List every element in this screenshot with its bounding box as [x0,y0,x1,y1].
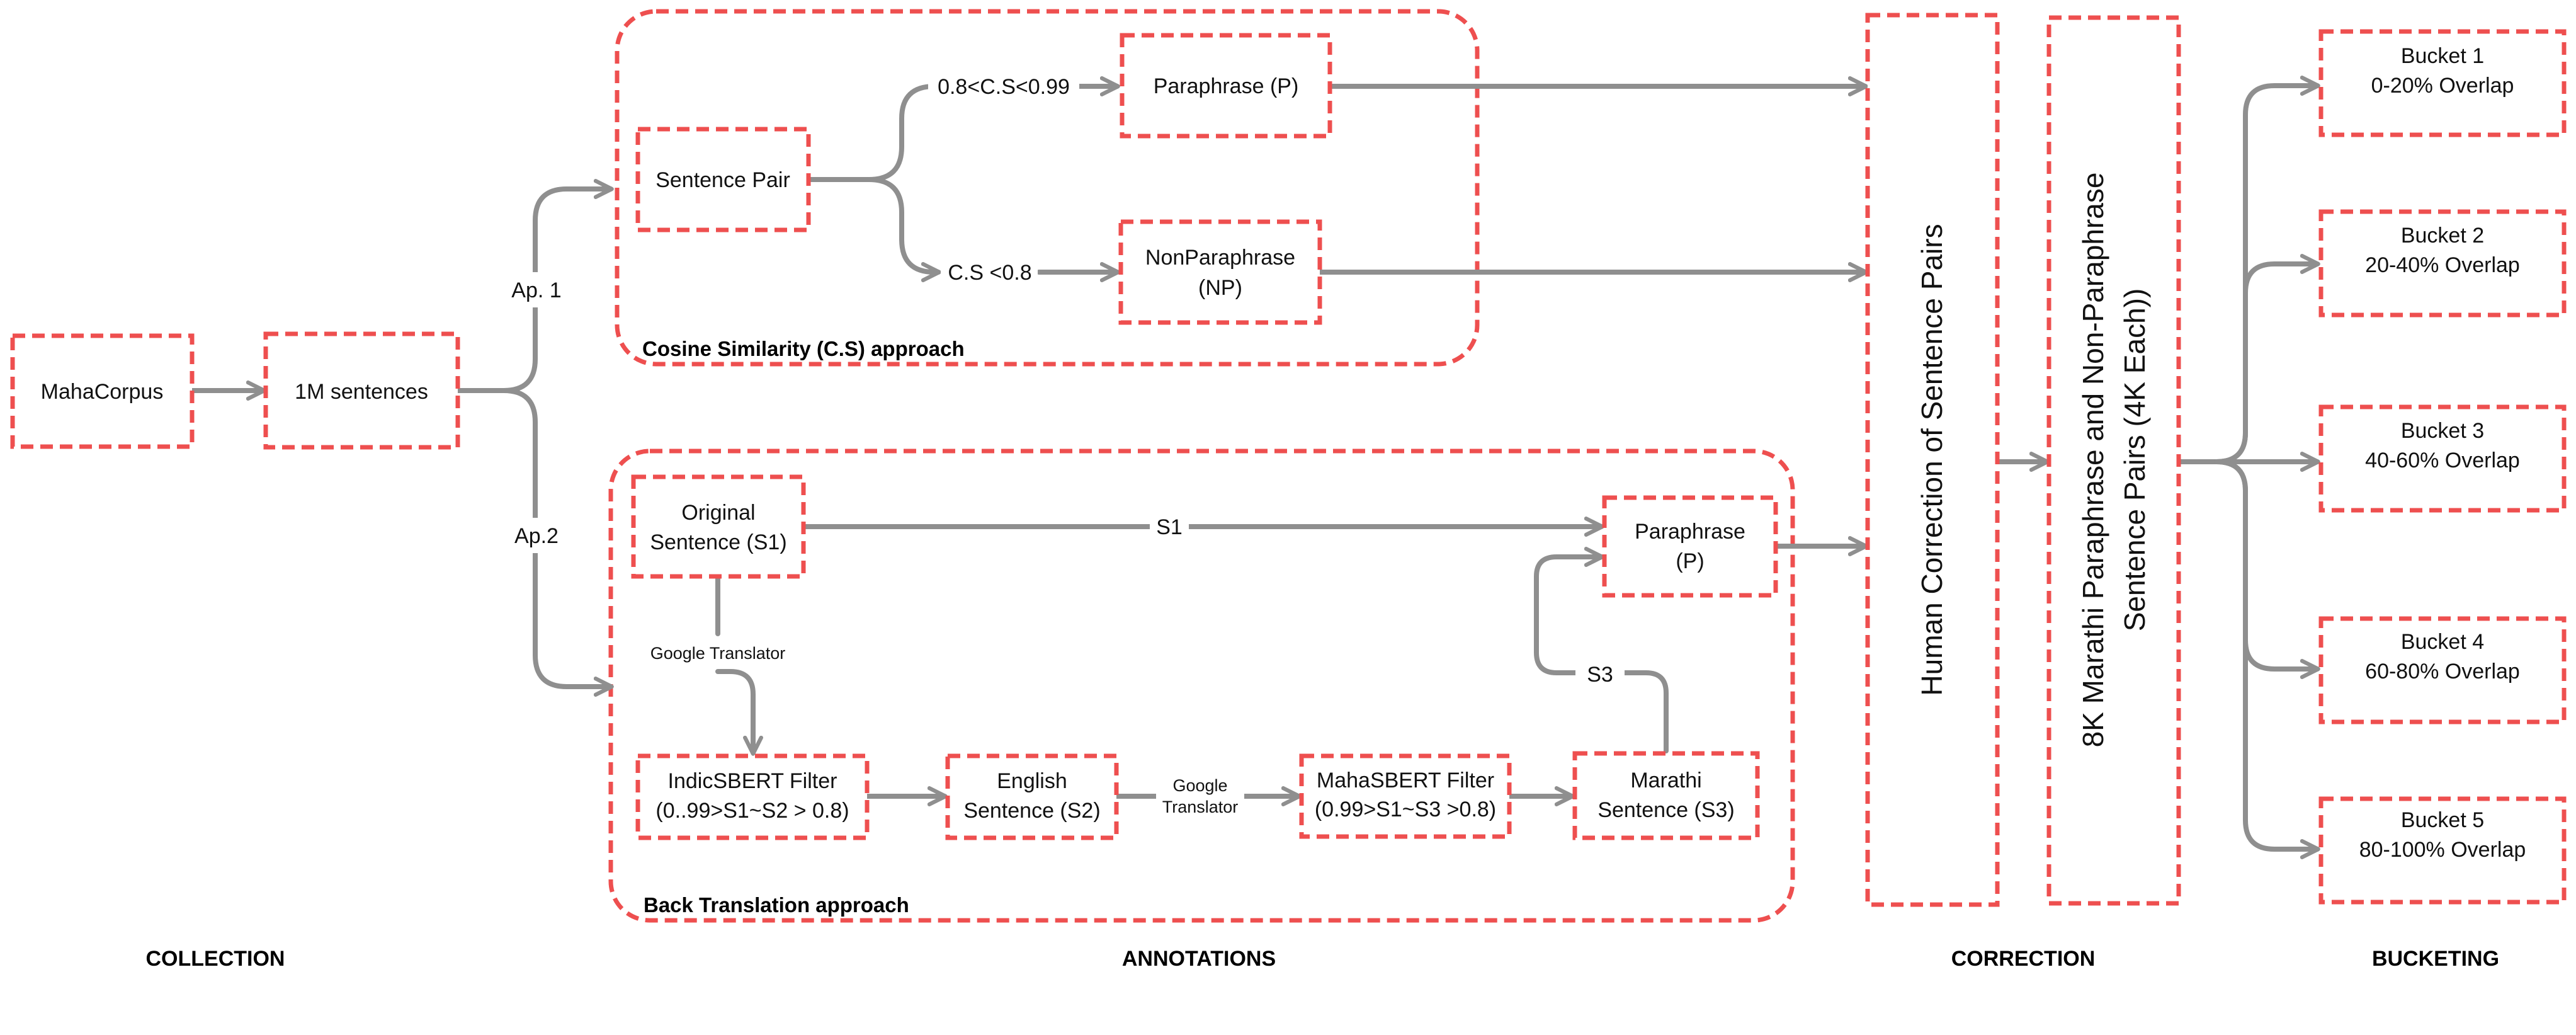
node-mahasbert-filter-line2: (0.99>S1~S3 >0.8) [1315,798,1496,821]
node-mahasbert-filter [1299,753,1512,839]
node-paraphrase [1120,33,1332,139]
node-bt-paraphrase-line2: (P) [1676,549,1704,573]
stage-bucketing: BUCKETING [2372,947,2499,971]
label-ap1: Ap. 1 [511,278,561,302]
node-mahacorpus [10,333,195,449]
node-bucket-1 [2318,29,2567,137]
node-bucket-4 [2318,616,2567,724]
node-indicsbert-filter-line1: IndicSBERT Filter [668,769,837,793]
node-english-sentence-line2: Sentence (S2) [963,799,1100,823]
node-english-sentence [945,753,1119,840]
node-original-sentence-line2: Sentence (S1) [650,530,786,554]
node-bucket-2-name: Bucket 2 [2401,224,2484,248]
label-s1: S1 [1156,515,1183,539]
arrow-translator-to-indicsbert [715,669,763,756]
arrow-bucket-2 [2214,254,2320,464]
node-bt-paraphrase [1602,495,1778,598]
back-translation-group-label: Back Translation approach [644,893,909,917]
cosine-similarity-group [615,9,1480,367]
node-bt-paraphrase-line1: Paraphrase [1635,520,1745,544]
label-google-translator-1: Google Translator [650,644,786,663]
node-bucket-3-range: 40-60% Overlap [2365,449,2520,472]
node-english-sentence-line1: English [997,769,1067,793]
node-original-sentence [631,474,806,579]
node-marathi-sentence-line1: Marathi [1630,769,1701,792]
node-nonparaphrase-label-line1: NonParaphrase [1145,246,1295,270]
node-bucket-3-name: Bucket 3 [2401,419,2484,443]
node-bucket-4-range: 60-80% Overlap [2365,660,2520,683]
node-mahasbert-filter-line1: MahaSBERT Filter [1317,769,1494,792]
label-cs-high: 0.8<C.S<0.99 [938,75,1070,99]
node-human-correction [1865,13,2000,907]
node-bucket-3 [2318,404,2567,513]
label-ap2: Ap.2 [514,524,559,548]
node-8k-pairs-line1: 8K Marathi Paraphrase and Non-Paraphrase [2077,173,2109,748]
arrow-s3 [1534,547,1669,753]
node-original-sentence-line1: Original [681,501,755,525]
stage-annotations: ANNOTATIONS [1122,947,1276,971]
node-marathi-sentence [1572,751,1760,840]
arrow-cs-low [866,177,941,282]
node-paraphrase-label: Paraphrase (P) [1154,74,1299,98]
arrow-cs-high [806,76,950,182]
node-bucket-5-name: Bucket 5 [2401,808,2484,832]
node-bucket-1-range: 0-20% Overlap [2371,74,2514,98]
node-8k-pairs-line2: Sentence Pairs (4K Each)) [2118,289,2151,632]
node-8k-pairs [2046,15,2181,906]
node-1m-sentences [263,331,460,450]
arrow-bucket-4 [2214,459,2320,679]
node-bucket-5 [2318,796,2567,905]
label-google-translator-2-line1: Google [1172,776,1227,795]
arrow-bucket-5 [2214,459,2320,859]
node-marathi-sentence-line2: Sentence (S3) [1597,798,1734,822]
label-cs-low: C.S <0.8 [948,261,1031,285]
node-1m-sentences-label: 1M sentences [295,380,428,404]
node-bucket-5-range: 80-100% Overlap [2359,838,2526,862]
label-s3: S3 [1587,663,1613,687]
stage-correction: CORRECTION [1951,947,2096,971]
node-bucket-1-name: Bucket 1 [2401,44,2484,68]
arrow-ap2 [501,388,614,697]
node-bucket-2 [2318,209,2567,317]
node-bucket-2-range: 20-40% Overlap [2365,253,2520,277]
cosine-similarity-group-label: Cosine Similarity (C.S) approach [642,337,965,360]
node-sentence-pair-label: Sentence Pair [655,168,790,192]
label-google-translator-2-line2: Translator [1162,798,1239,816]
node-nonparaphrase [1118,219,1322,325]
node-sentence-pair [635,127,811,232]
stage-collection: COLLECTION [146,947,285,971]
node-bucket-4-name: Bucket 4 [2401,630,2484,654]
node-indicsbert-filter-line2: (0..99>S1~S2 > 0.8) [655,799,849,823]
node-indicsbert-filter [635,753,870,840]
node-nonparaphrase-label-line2: (NP) [1198,276,1242,300]
node-human-correction-label: Human Correction of Sentence Pairs [1915,224,1948,695]
node-mahacorpus-label: MahaCorpus [41,380,164,404]
